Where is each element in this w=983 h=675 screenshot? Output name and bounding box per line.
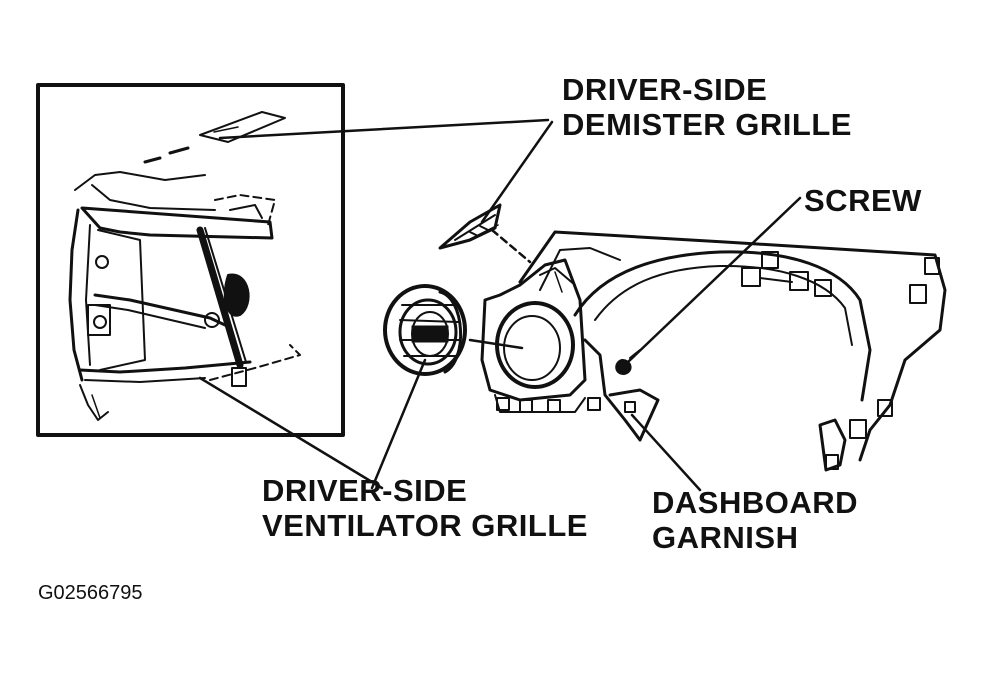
dashboard-garnish-part (480, 230, 947, 472)
garnish-label-line-2: GARNISH (652, 520, 799, 555)
detail-inset (36, 83, 345, 437)
dashboard-garnish-label: DASHBOARD GARNISH (652, 485, 858, 555)
demister-grille-label: DRIVER-SIDE DEMISTER GRILLE (562, 72, 852, 142)
garnish-label-line-1: DASHBOARD (652, 485, 858, 520)
demister-grille-part (438, 203, 502, 250)
ventilator-label-line-1: DRIVER-SIDE (262, 473, 468, 508)
ventilator-grille-label: DRIVER-SIDE VENTILATOR GRILLE (262, 473, 588, 543)
screw-label: SCREW (804, 183, 922, 218)
demister-label-line-1: DRIVER-SIDE (562, 72, 768, 107)
demister-label-line-2: DEMISTER GRILLE (562, 107, 852, 142)
ventilator-label-line-2: VENTILATOR GRILLE (262, 508, 588, 543)
ventilator-grille-part (383, 284, 467, 376)
leader-lines (198, 118, 802, 492)
figure-code: G02566795 (38, 582, 143, 604)
